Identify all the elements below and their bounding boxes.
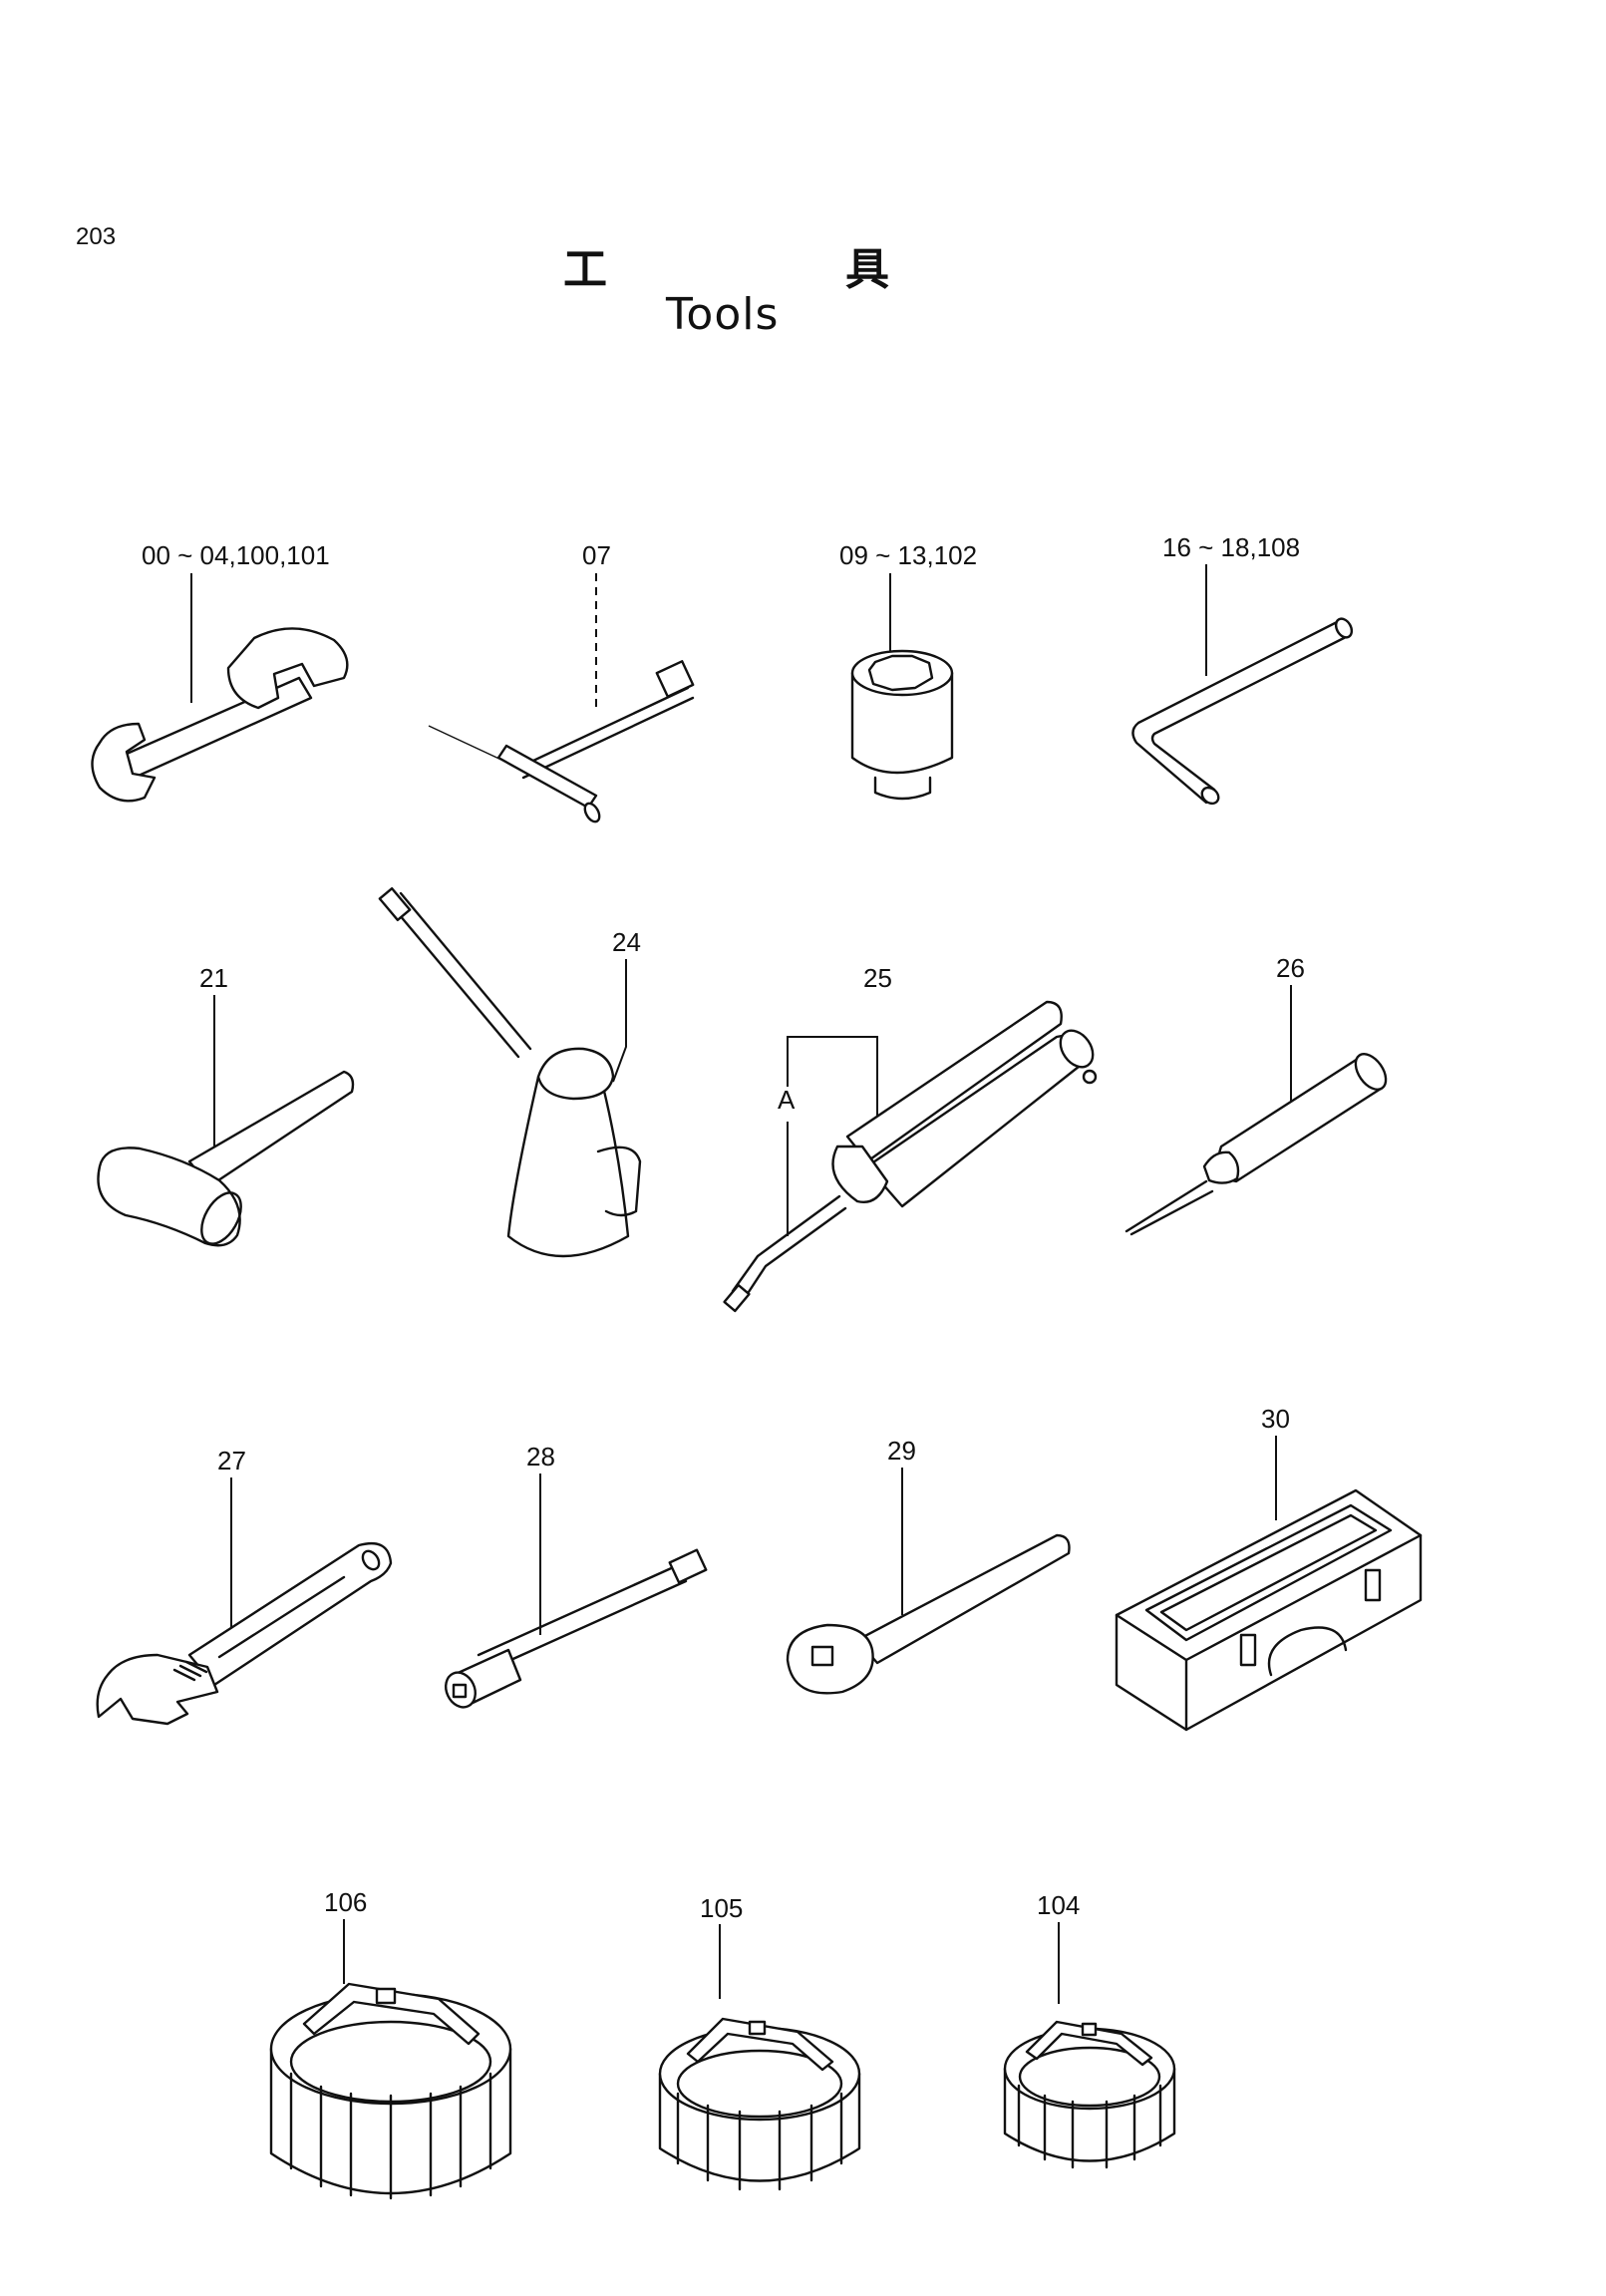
callout-hex-key: 16 ~ 18,108 (1162, 532, 1300, 562)
screwdriver-icon: 26 (1124, 953, 1388, 1236)
callout-filter-wrench-small: 104 (1037, 1890, 1080, 1920)
filter-wrench-small-icon: 104 (1003, 1890, 1176, 2169)
tool-box-icon: 30 (1115, 1404, 1423, 1732)
callout-adjustable-wrench: 27 (217, 1446, 246, 1476)
callout-grease-gun-sub: A (778, 1085, 796, 1115)
callout-oil-can: 24 (612, 927, 641, 957)
callout-tool-box: 30 (1261, 1404, 1290, 1434)
filter-wrench-medium-icon: 105 (658, 1893, 861, 2191)
title-japanese-char-2: 具 (845, 244, 889, 295)
extension-bar-icon: 28 (445, 1442, 708, 1709)
hammer-icon: 21 (97, 963, 355, 1247)
callout-grease-gun: 25 (863, 963, 892, 993)
callout-extension-bar: 28 (526, 1442, 555, 1472)
callout-screwdriver: 26 (1276, 953, 1305, 983)
page-title: Tools (666, 289, 780, 340)
page-number: 203 (76, 223, 117, 250)
callout-wrench: 00 ~ 04,100,101 (142, 540, 330, 570)
ratchet-handle-icon: 29 (786, 1436, 1071, 1695)
callout-filter-wrench-large: 106 (324, 1887, 367, 1917)
title-japanese-char-1: 工 (563, 244, 607, 295)
double-open-wrench-icon: 00 ~ 04,100,101 (91, 540, 349, 803)
callout-hammer: 21 (199, 963, 228, 993)
callout-ratchet: 29 (887, 1436, 916, 1466)
hex-key-icon: 16 ~ 18,108 (1131, 532, 1354, 806)
grease-gun-icon: 25 A (723, 963, 1098, 1313)
callout-t-wrench: 07 (582, 540, 611, 570)
callout-filter-wrench-medium: 105 (700, 1893, 743, 1923)
callout-socket: 09 ~ 13,102 (839, 540, 977, 570)
t-handle-wrench-icon: 07 (428, 540, 695, 823)
socket-icon: 09 ~ 13,102 (839, 540, 977, 801)
adjustable-wrench-icon: 27 (96, 1446, 393, 1726)
filter-wrench-large-icon: 106 (269, 1887, 512, 2200)
oil-can-icon: 24 (378, 886, 642, 1258)
